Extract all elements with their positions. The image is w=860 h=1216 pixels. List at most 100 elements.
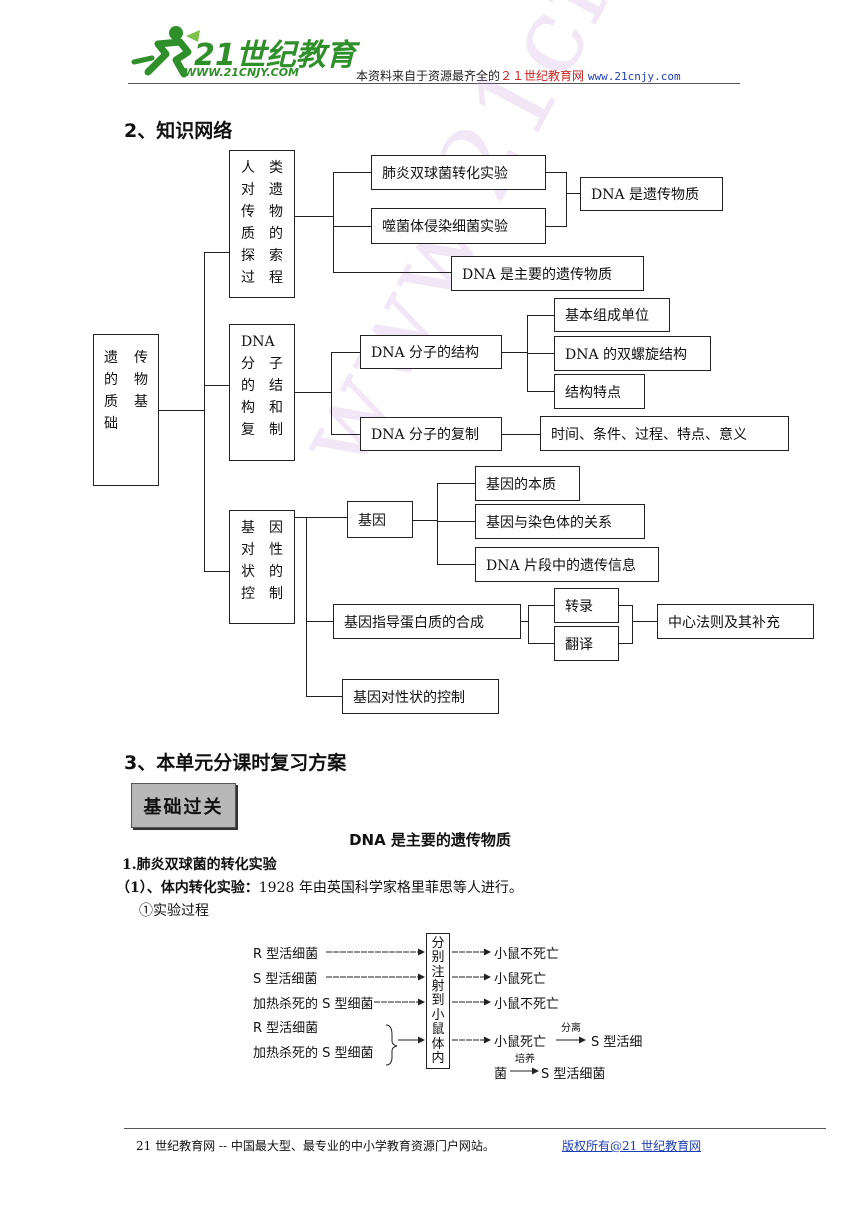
root-char: 物 xyxy=(134,372,148,388)
item-1-1-line: （1）、体内转化实验：1928 年由英国科学家格里菲思等人进行。 xyxy=(116,877,523,897)
branch-char: 的 xyxy=(269,226,283,242)
branch-node-dna-structure: DNA 分子 的结 构和 复制 xyxy=(229,324,295,461)
footer-rule xyxy=(124,1128,826,1129)
logo-url: WWW.21CNJY.COM xyxy=(184,66,299,79)
root-char: 础 xyxy=(104,416,118,432)
item-1-1-sub: ①实验过程 xyxy=(139,903,209,919)
node-dna-main-genetic-material: DNA 是主要的遗传物质 xyxy=(451,256,644,291)
fig-separate-label: 分离 xyxy=(561,1023,581,1034)
fig-inject-char: 别 xyxy=(431,950,445,966)
branch-char: 控 xyxy=(241,586,255,602)
branch-char: 因 xyxy=(269,520,283,536)
fig-inject-char: 鼠 xyxy=(431,1022,445,1038)
branch-char: 和 xyxy=(269,400,283,416)
header-source: 本资料来自于资源最齐全的２１世纪教育网 www.21cnjy.com xyxy=(356,67,681,84)
runner-logo-icon xyxy=(131,26,200,78)
site-logo: 21世纪教育 WWW.21CNJY.COM xyxy=(128,22,356,82)
fig-arrows xyxy=(326,948,586,1075)
branch-char: 复 xyxy=(241,422,255,438)
branch-char: 类 xyxy=(269,160,283,176)
node-translation: 翻译 xyxy=(554,626,619,661)
header-rule xyxy=(128,83,740,84)
fig-inject-char: 内 xyxy=(431,1051,445,1067)
node-dna-replication: DNA 分子的复制 xyxy=(360,417,502,451)
branch-node-gene-control: 基因 对性 状的 控制 xyxy=(229,510,295,624)
fig-inject-char: 分 xyxy=(431,935,445,951)
root-char: 质 xyxy=(104,394,118,410)
root-char: 遗 xyxy=(104,350,118,366)
branch-char: 过 xyxy=(241,270,255,286)
fig-inject-char: 小 xyxy=(431,1007,445,1023)
fig-separate-result: S 型活细 xyxy=(591,1035,643,1050)
root-char: 传 xyxy=(134,350,148,366)
footer-text: 21 世纪教育网 -- 中国最大型、最专业的中小学教育资源门户网站。 xyxy=(136,1139,495,1153)
branch-char: 探 xyxy=(241,248,255,264)
item-1-1-label: （1）、体内转化实验： xyxy=(116,880,259,896)
node-central-dogma: 中心法则及其补充 xyxy=(657,604,814,639)
fig-row-label: 加热杀死的 S 型细菌 xyxy=(253,997,374,1012)
fig-result: 小鼠不死亡 xyxy=(494,997,560,1012)
item-1-heading: 1.肺炎双球菌的转化实验 xyxy=(122,857,277,873)
fig-culture-label: 培养 xyxy=(515,1054,535,1065)
node-structure-feature: 结构特点 xyxy=(554,374,645,409)
branch-char: 状 xyxy=(241,564,255,580)
branch-char: 人 xyxy=(241,160,255,176)
logo-text: 21世纪教育 xyxy=(194,38,356,73)
node-gene-trait-control: 基因对性状的控制 xyxy=(342,679,499,714)
node-gene-essence: 基因的本质 xyxy=(475,466,580,501)
branch-node-exploration: 人类 对遗 传物 质的 探索 过程 xyxy=(229,150,295,298)
branch-char: 的 xyxy=(241,378,255,394)
branch2-dna-label: DNA xyxy=(241,334,275,350)
lesson-subtitle: DNA 是主要的遗传物质 xyxy=(349,831,511,849)
branch-char: 制 xyxy=(269,586,283,602)
root-node: 遗传 的物 质基 础 xyxy=(93,334,159,486)
node-gene-chromosome: 基因与染色体的关系 xyxy=(475,504,645,539)
root-char: 基 xyxy=(134,394,148,410)
fig-row-label: R 型活细菌 xyxy=(253,1021,319,1036)
fig-inject-char: 到 xyxy=(431,993,445,1009)
fig-row-label: R 型活细菌 xyxy=(253,947,319,962)
fig-inject-char: 注 xyxy=(431,964,445,980)
branch-char: 对 xyxy=(241,182,255,198)
fig-row-label: 加热杀死的 S 型细菌 xyxy=(253,1046,374,1061)
branch-char: 质 xyxy=(241,226,255,242)
node-double-helix: DNA 的双螺旋结构 xyxy=(554,336,711,371)
branch-char: 遗 xyxy=(269,182,283,198)
branch-char: 对 xyxy=(241,542,255,558)
node-replication-details: 时间、条件、过程、特点、意义 xyxy=(540,416,789,451)
branch-char: 构 xyxy=(241,400,255,416)
fig-inject-char: 体 xyxy=(431,1036,445,1052)
fig-inject-char: 射 xyxy=(431,979,445,995)
branch-char: 子 xyxy=(269,356,283,372)
node-dna-structure: DNA 分子的结构 xyxy=(360,335,502,369)
node-gene: 基因 xyxy=(347,501,413,538)
node-dna-genetic-material: DNA 是遗传物质 xyxy=(580,177,723,211)
node-genetic-info: DNA 片段中的遗传信息 xyxy=(475,547,659,582)
branch-char: 结 xyxy=(269,378,283,394)
section-2-title: 2、知识网络 xyxy=(124,120,233,142)
branch-char: 程 xyxy=(269,270,283,286)
branch-char: 制 xyxy=(269,422,283,438)
item-1-1-text: 1928 年由英国科学家格里菲思等人进行。 xyxy=(258,880,523,896)
fig-culture-result: S 型活细菌 xyxy=(541,1067,606,1082)
branch-char: 索 xyxy=(269,248,283,264)
fig-result: 小鼠不死亡 xyxy=(494,947,560,962)
header-source-url[interactable]: www.21cnjy.com xyxy=(587,70,681,83)
basic-review-badge: 基础过关 xyxy=(131,783,236,828)
fig-culture-prefix: 菌 xyxy=(494,1067,508,1082)
branch-char: 基 xyxy=(241,520,255,536)
branch-char: 传 xyxy=(241,204,255,220)
section-3-title: 3、本单元分课时复习方案 xyxy=(124,752,347,774)
node-pneumococcus-experiment: 肺炎双球菌转化实验 xyxy=(371,155,546,190)
branch-char: 性 xyxy=(269,542,283,558)
branch-char: 分 xyxy=(241,356,255,372)
footer-copyright-link[interactable]: 版权所有@21 世纪教育网 xyxy=(562,1139,702,1153)
node-phage-experiment: 噬菌体侵染细菌实验 xyxy=(371,208,546,244)
node-basic-unit: 基本组成单位 xyxy=(554,298,670,332)
node-transcription: 转录 xyxy=(554,588,619,623)
fig-row-label: S 型活细菌 xyxy=(253,972,318,987)
branch-char: 的 xyxy=(269,564,283,580)
fig-inject-box: 分 别 注 射 到 小 鼠 体 内 xyxy=(426,933,450,1069)
fig-result: 小鼠死亡 xyxy=(494,972,547,987)
branch-char: 物 xyxy=(269,204,283,220)
